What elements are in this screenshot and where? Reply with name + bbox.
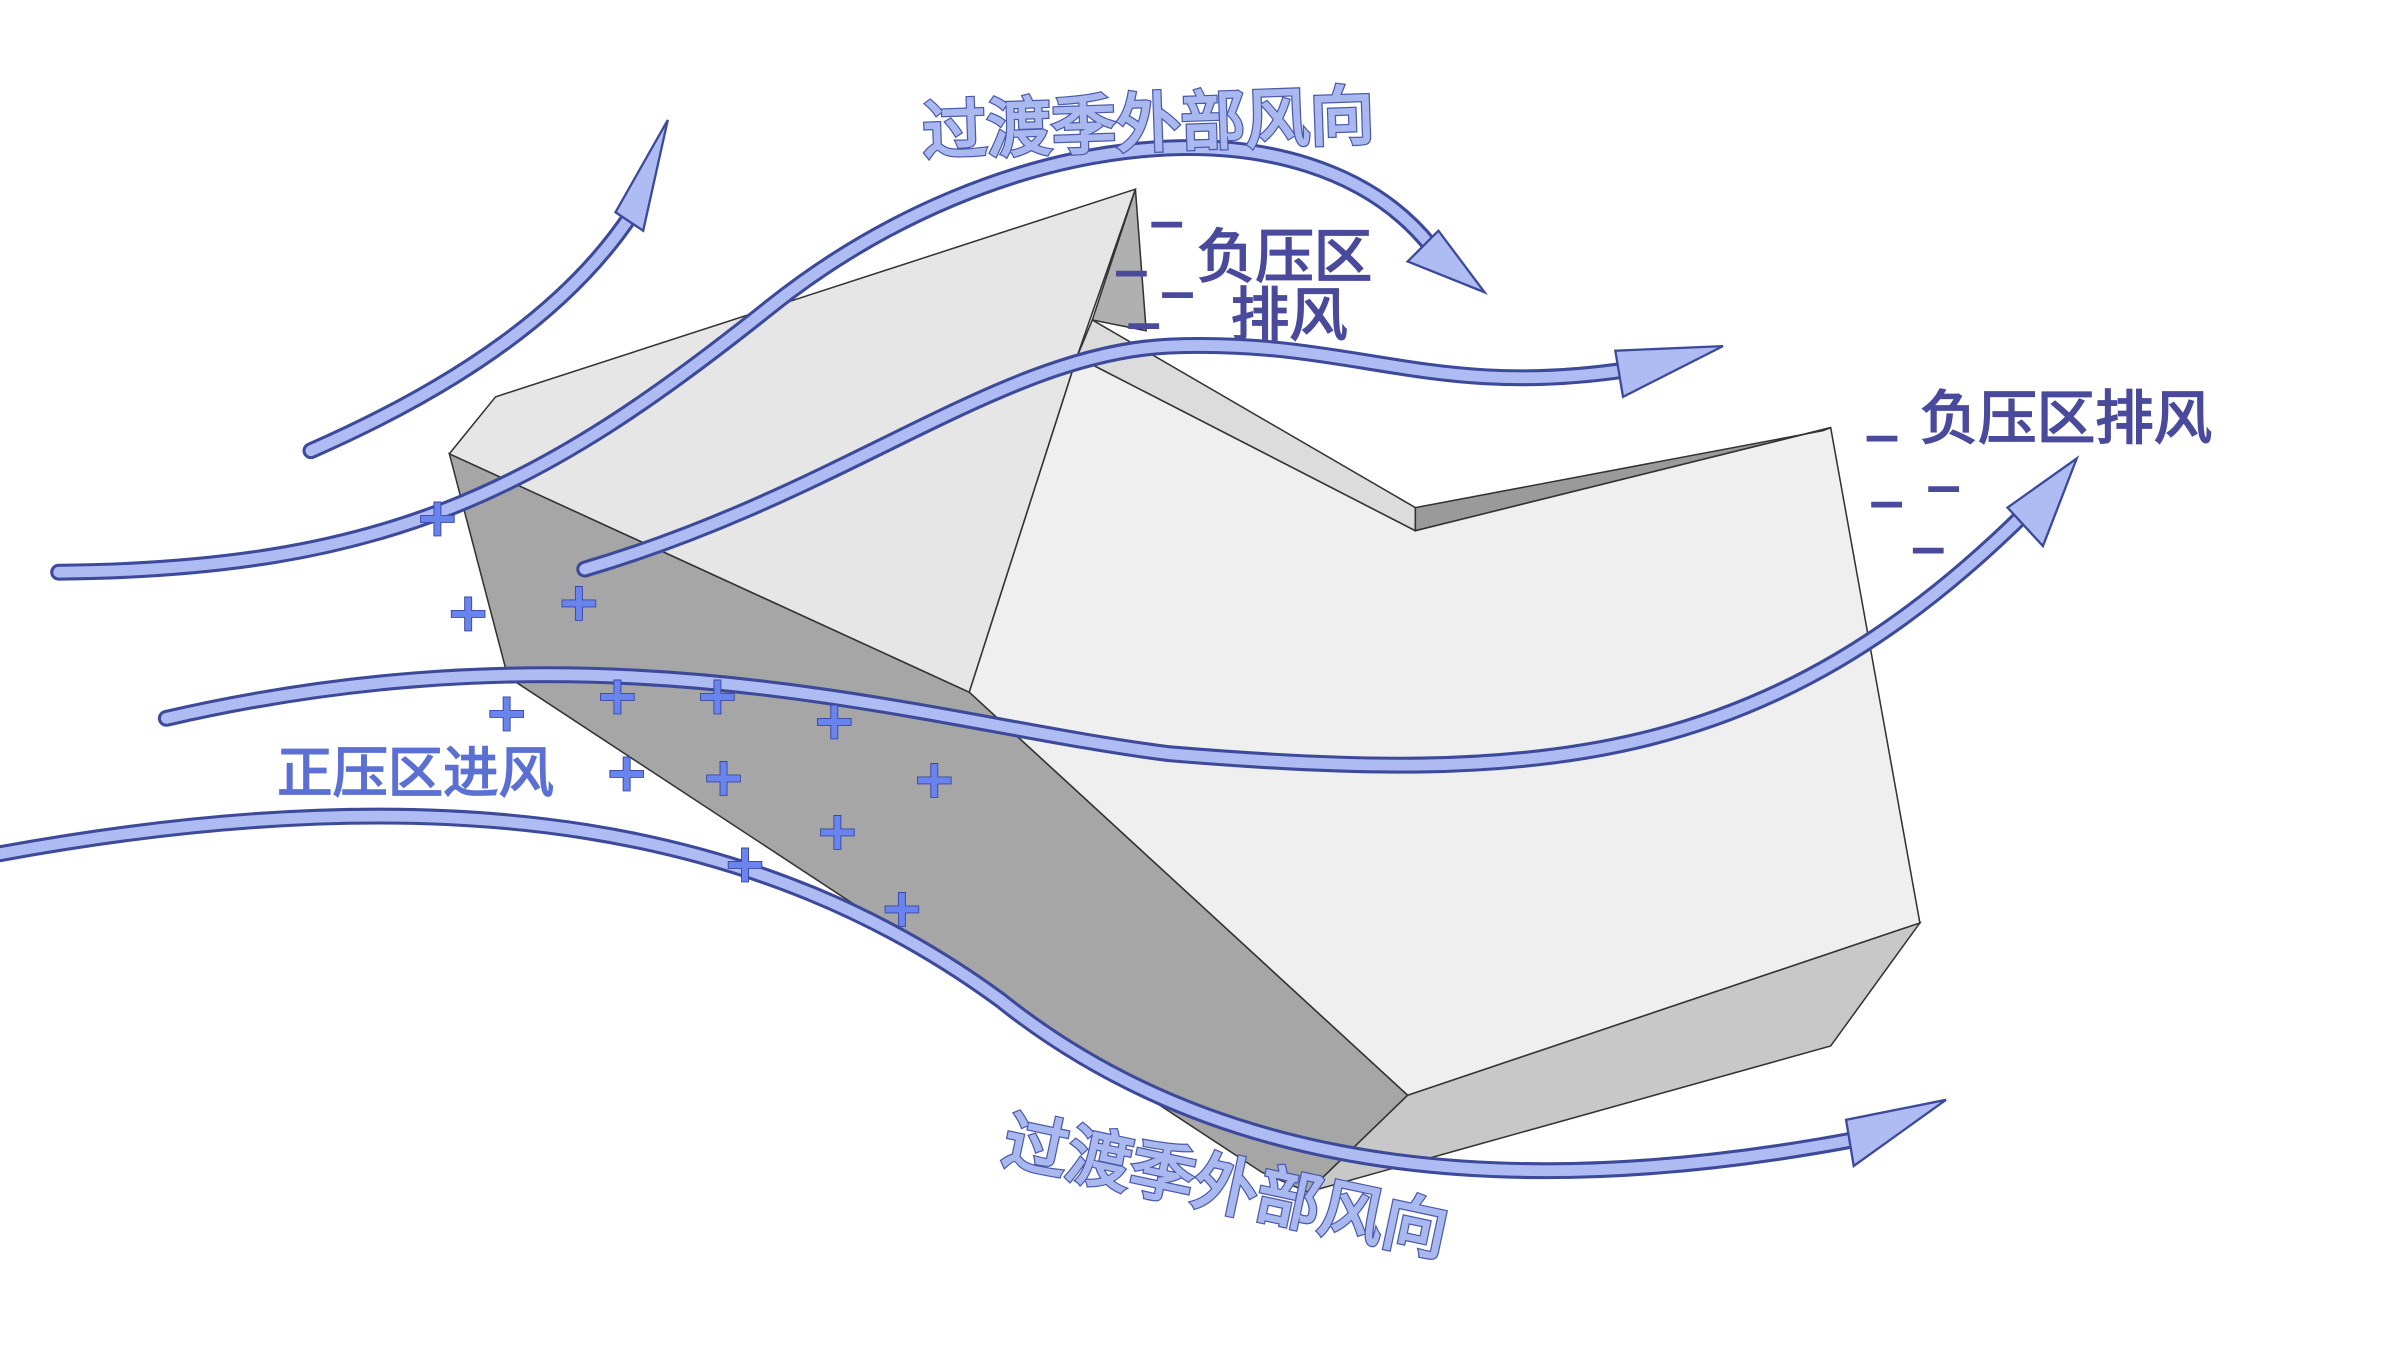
plus-icon: + [605,743,649,804]
plus-icon: + [912,749,956,810]
minus-icon: − [1146,194,1187,252]
building [448,187,1922,1194]
negative-zone-exhaust-label-right: 负压区排风 [1920,384,2212,452]
minus-icon: − [1866,474,1907,532]
building-notch-face-right [1414,426,1831,532]
plus-icon: + [880,878,924,939]
minus-icon: − [1157,265,1198,323]
plus-icon: + [702,747,746,808]
building-left-top-face [448,187,1137,694]
exhaust-label-upper: 排风 [1231,281,1348,349]
building-left-roof-edge [1091,188,1148,332]
airflow-arrow-bottom [0,807,1947,1180]
plus-icon: + [723,833,767,894]
plus-icon: + [446,583,490,644]
negative-zone-label-upper: 负压区 [1197,223,1372,291]
positive-zone-intake-label: 正压区进风 [277,742,554,806]
minus-icon: − [1111,243,1152,301]
plus-icon: + [695,666,739,727]
plus-icon: + [557,572,601,633]
airflow-arrow-top [50,139,1488,581]
minus-icon: − [1861,408,1902,466]
minus-icon: − [1123,295,1164,353]
positive-pressure-markers: + + + + + + + + + + + + + [415,486,957,940]
airflow-arrow-top-left [302,119,669,460]
negative-pressure-markers: − − − − − − − − [1111,194,1964,578]
minus-icon: − [1908,520,1949,578]
plus-icon: + [416,487,460,548]
top-wind-label: 过渡季外部风向 [921,79,1376,170]
airflow-arrow-middle [157,455,2080,774]
airflow-arrows [0,119,2080,1180]
plus-icon: + [595,666,639,727]
plus-icon: + [485,683,529,744]
plus-icon: + [815,801,859,862]
airflow-arrow-upper-right [576,337,1724,578]
plus-icon: + [812,690,856,751]
minus-icon: − [1923,459,1964,517]
